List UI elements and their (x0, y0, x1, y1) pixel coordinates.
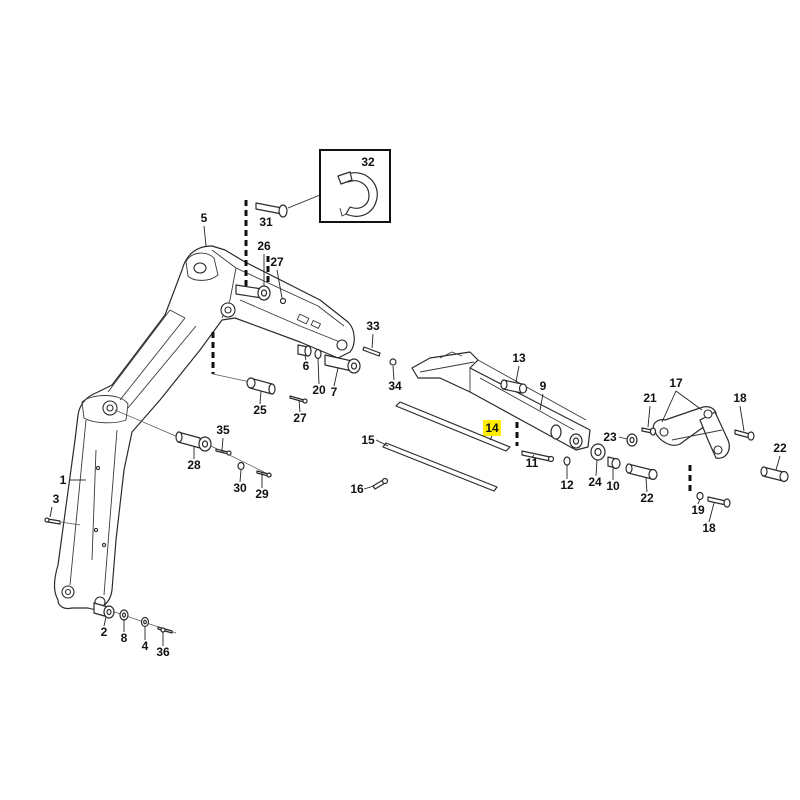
callout-31: 31 (259, 215, 273, 229)
callout-18-top: 18 (733, 391, 747, 405)
ring-part-23 (626, 433, 638, 447)
callout-21: 21 (643, 391, 657, 405)
pin-part-11 (521, 450, 555, 463)
callout-26: 26 (257, 239, 271, 253)
callout-8: 8 (121, 631, 128, 645)
guard-part-9 (411, 351, 591, 451)
pin-part-22-mid (625, 463, 658, 481)
callout-11: 11 (526, 456, 539, 470)
clip-part-12 (563, 456, 571, 466)
callout-18-bottom: 18 (702, 521, 716, 535)
assembly-line-3 (60, 521, 81, 526)
callout-16: 16 (350, 482, 364, 496)
callout-15: 15 (361, 433, 375, 447)
bolt-part-18-top (734, 429, 755, 441)
callout-20: 20 (312, 383, 326, 397)
callout-27-top: 27 (270, 255, 284, 269)
bushing-part-2 (93, 602, 115, 619)
bolt-part-27-mid (289, 395, 308, 404)
callout-24: 24 (588, 475, 602, 489)
pin-part-27-top (279, 297, 287, 305)
assembly-line-25b (212, 373, 251, 383)
callout-27-mid: 27 (293, 411, 307, 425)
bolt-part-3 (44, 517, 61, 525)
callout-14-highlight (483, 420, 501, 436)
pin-part-36 (157, 626, 173, 634)
callout-13: 13 (512, 351, 526, 365)
bushing-part-6 (297, 344, 312, 357)
assembly-line-30 (210, 445, 273, 477)
callout-9: 9 (540, 379, 547, 393)
callout-10: 10 (606, 479, 620, 493)
callout-5: 5 (201, 211, 208, 225)
callout-7: 7 (331, 385, 338, 399)
bolt-part-21 (641, 427, 657, 436)
assembly-line-28 (114, 409, 179, 438)
pin-part-31 (255, 202, 288, 218)
callout-32: 32 (361, 155, 375, 169)
washer-part-30 (237, 461, 245, 471)
callout-3: 3 (53, 492, 60, 506)
callout-22-mid: 22 (640, 491, 654, 505)
callout-33: 33 (366, 319, 380, 333)
callout-6: 6 (303, 359, 310, 373)
strip-part-14 (395, 401, 511, 452)
bolt-part-16 (372, 477, 389, 490)
ring-part-34 (389, 358, 397, 366)
callout-19: 19 (691, 503, 705, 517)
link-part-17 (652, 406, 730, 459)
callout-12: 12 (560, 478, 574, 492)
callout-25: 25 (253, 403, 267, 417)
callout-36: 36 (156, 645, 170, 659)
boom-part-1 (53, 245, 355, 610)
pin-part-7 (324, 354, 361, 374)
leader-lines (49, 225, 781, 646)
ring-part-19 (696, 491, 704, 501)
callout-29: 29 (255, 487, 269, 501)
rod-part-15 (382, 442, 498, 492)
callout-2: 2 (101, 625, 108, 639)
callout-35: 35 (216, 423, 230, 437)
washer-part-20 (314, 348, 322, 360)
pin-part-26 (235, 284, 271, 301)
callout-22-right: 22 (773, 441, 787, 455)
washer-part-8 (119, 609, 129, 621)
pin-part-33 (362, 346, 381, 357)
inset-leader-line (287, 194, 321, 209)
pin-part-13 (500, 379, 528, 394)
callout-14: 14 (485, 421, 499, 435)
washer-part-4 (140, 616, 150, 628)
clip-part-32 (337, 171, 378, 217)
washer-part-24 (590, 443, 606, 461)
callout-17: 17 (669, 376, 683, 390)
pin-part-28 (175, 431, 212, 452)
callout-1: 1 (60, 473, 67, 487)
callout-23: 23 (603, 430, 617, 444)
callout-30: 30 (233, 481, 247, 495)
callout-28: 28 (187, 458, 201, 472)
screw-part-29 (256, 470, 272, 478)
pin-part-25 (246, 377, 276, 395)
callout-34: 34 (388, 379, 402, 393)
callout-4: 4 (142, 639, 149, 653)
bolt-part-18-bottom (707, 496, 731, 508)
bushing-part-10 (607, 456, 621, 470)
pin-part-22-right (760, 466, 789, 483)
